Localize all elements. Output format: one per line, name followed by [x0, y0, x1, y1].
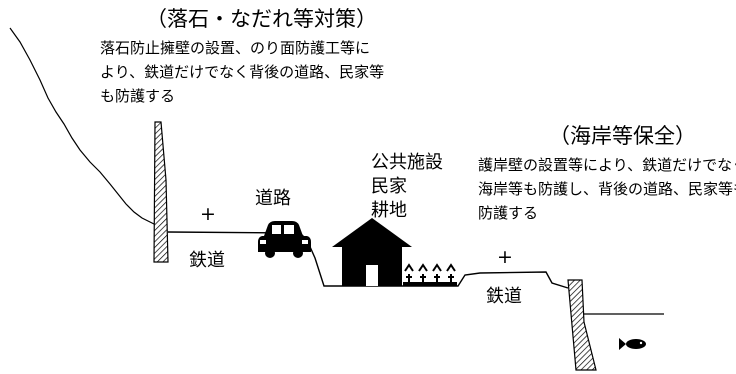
rockfall-description-line: 落石防止擁壁の設置、のり面防護工等に	[100, 39, 371, 57]
coast-description: 護岸壁の設置等により、鉄道だけでなく 海岸等も防護し、背後の道路、民家等も 防護…	[478, 153, 736, 225]
car-icon	[258, 221, 311, 258]
coast-description-line: 防護する	[478, 204, 539, 222]
facility-label-public: 公共施設	[371, 152, 443, 173]
coast-title: （海岸等保全）	[549, 124, 696, 148]
seawall	[567, 279, 597, 371]
road-label: 道路	[255, 188, 291, 209]
facility-label-farmland: 耕地	[371, 200, 407, 221]
rockfall-description-line: より、鉄道だけでなく背後の道路、民家等	[100, 63, 385, 81]
railway-cross-right: +	[497, 246, 513, 268]
railway-label-right: 鉄道	[486, 286, 522, 307]
rockfall-description-line: も防護する	[100, 87, 176, 105]
house-icon	[332, 218, 412, 286]
railway-cross-left: +	[200, 203, 216, 225]
rockfall-retaining-wall	[153, 121, 169, 263]
facility-label-house: 民家	[371, 176, 407, 197]
rockfall-description: 落石防止擁壁の設置、のり面防護工等に より、鉄道だけでなく背後の道路、民家等 も…	[100, 36, 384, 108]
mountain-slope	[9, 27, 159, 227]
railway-label-left: 鉄道	[189, 250, 225, 271]
coast-description-line: 海岸等も防護し、背後の道路、民家等も	[478, 180, 736, 198]
coast-description-line: 護岸壁の設置等により、鉄道だけでなく	[478, 156, 736, 174]
rockfall-title: （落石・なだれ等対策）	[146, 7, 377, 31]
crops-icon	[403, 263, 457, 286]
fish-icon	[619, 338, 646, 350]
